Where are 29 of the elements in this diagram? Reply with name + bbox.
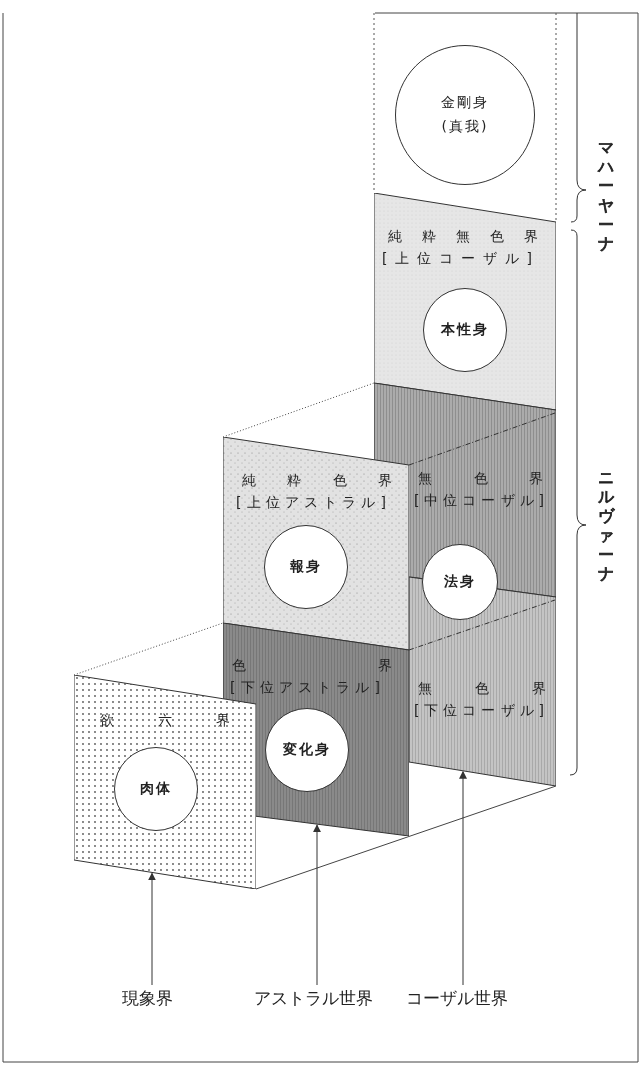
vertical-label: マハーヤーナ [597,137,615,255]
panel-subheading: [上位コーザル] [382,250,532,268]
arrow [148,872,156,986]
panel [223,437,409,650]
panel-heading: 無色界 [418,470,543,488]
circle-label: 金剛身 [441,94,489,112]
circle-label: 法身 [444,573,476,591]
arrow [459,770,467,986]
vertical-label: ニルヴァーナ [597,467,616,585]
panel [74,675,256,889]
panel-subheading: [下位アストラル] [230,679,380,697]
world-label: アストラル世界 [254,987,373,1010]
circle-label: 肉体 [140,780,172,798]
panel-heading: 無色界 [418,680,546,698]
circle-label: 変化身 [283,741,331,759]
world-label: 現象界 [122,987,173,1010]
panel-subheading: [中位コーザル] [414,492,544,510]
panel-heading: 色界 [232,657,392,675]
panel-subheading: [下位コーザル] [414,702,544,720]
circle-label: (真我) [441,118,489,136]
circle-label: 本性身 [441,321,489,339]
panel-subheading: [上位アストラル] [236,494,386,512]
arrow [313,824,321,986]
panel-heading: 欲六界 [100,712,230,730]
world-label: コーザル世界 [406,987,508,1010]
circle-label: 報身 [290,558,322,576]
panel [374,193,556,410]
panel-heading: 純粋無色界 [388,228,538,246]
panel-heading: 純粋色界 [242,472,392,490]
